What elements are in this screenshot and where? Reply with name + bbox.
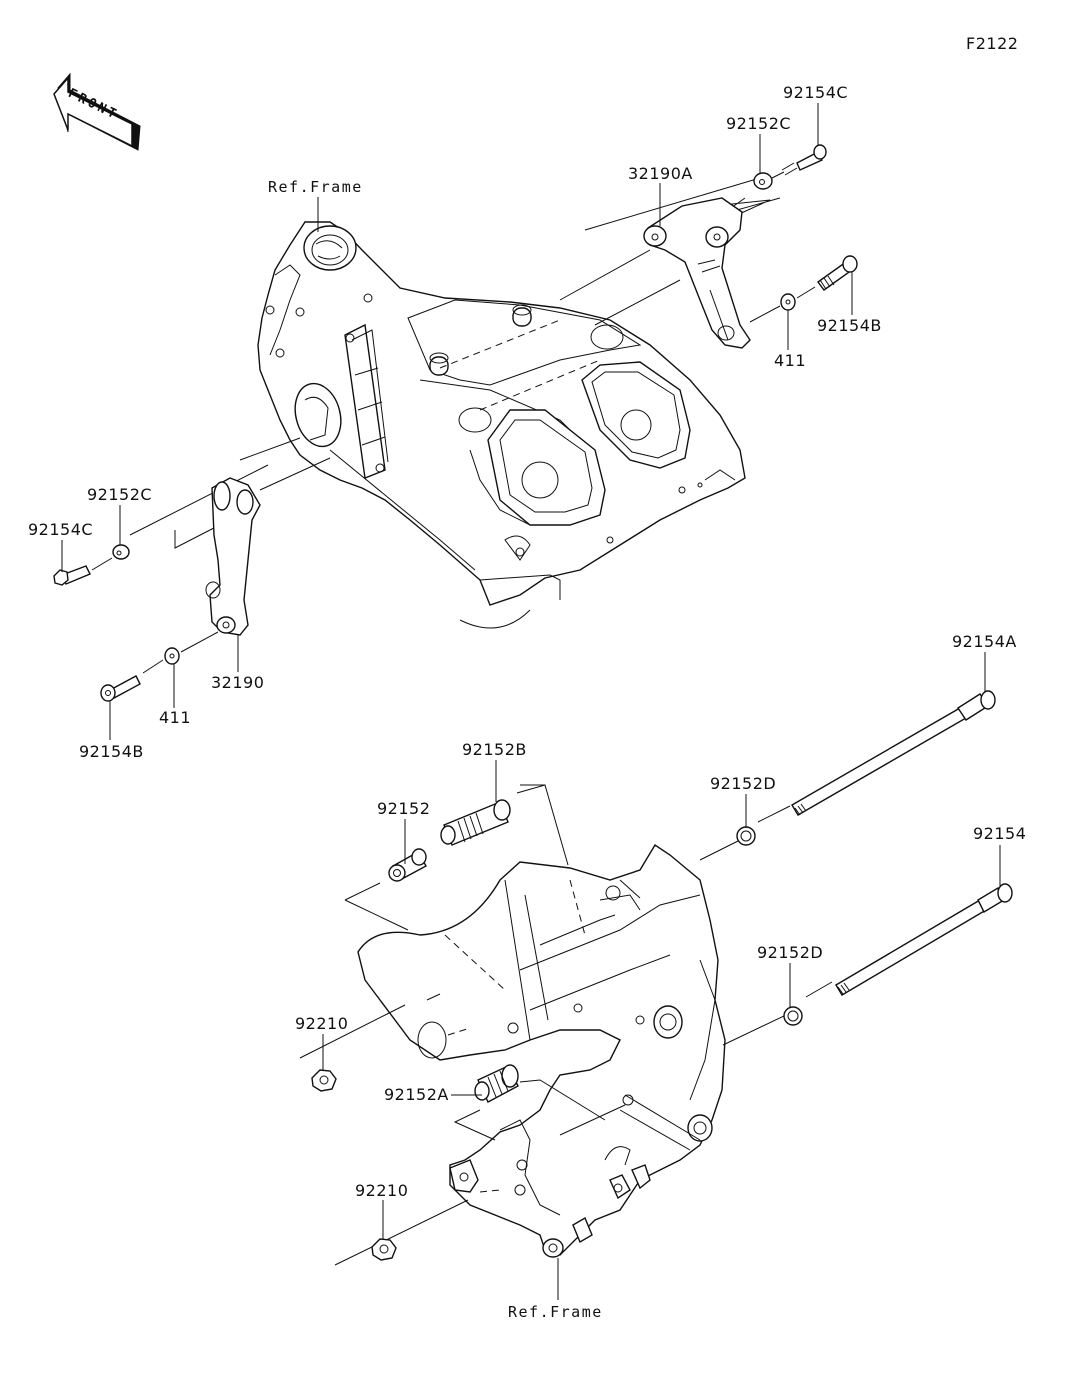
upper-assembly-lines xyxy=(129,177,781,549)
part-label-92154B-right[interactable]: 92154B xyxy=(817,316,882,335)
bolt-92154B-right xyxy=(817,255,858,291)
nut-92210-upper xyxy=(311,1069,337,1092)
part-label-92152[interactable]: 92152 xyxy=(377,799,431,818)
washer-92152D-lower xyxy=(783,1006,803,1026)
leader-lines xyxy=(61,103,1001,1300)
part-label-92210-upper[interactable]: 92210 xyxy=(295,1014,349,1033)
part-label-92154[interactable]: 92154 xyxy=(973,824,1027,843)
washer-411-left xyxy=(164,647,180,665)
part-label-92154A[interactable]: 92154A xyxy=(952,632,1017,651)
collar-92152C-left xyxy=(112,544,130,560)
part-label-92154B-left[interactable]: 92154B xyxy=(79,742,144,761)
bolt-92154A xyxy=(791,690,996,816)
part-label-411-right[interactable]: 411 xyxy=(774,351,807,370)
part-label-92152B[interactable]: 92152B xyxy=(462,740,527,759)
part-label-92152C-top[interactable]: 92152C xyxy=(726,114,792,133)
bracket-32190A xyxy=(643,197,751,349)
washer-92152D-upper xyxy=(736,826,756,846)
collar-92152C-top xyxy=(753,172,773,190)
ref-frame-label-bottom[interactable]: Ref.Frame xyxy=(508,1303,603,1321)
part-label-411-left[interactable]: 411 xyxy=(159,708,192,727)
sleeve-92152B xyxy=(440,799,511,846)
part-label-92210-lower[interactable]: 92210 xyxy=(355,1181,409,1200)
part-label-32190[interactable]: 32190 xyxy=(211,673,265,692)
part-label-92152D-upper[interactable]: 92152D xyxy=(710,774,777,793)
ref-frame-label-top[interactable]: Ref.Frame xyxy=(268,178,363,196)
upper-frame xyxy=(257,221,746,629)
part-label-92154C-top[interactable]: 92154C xyxy=(783,83,849,102)
bolt-92154 xyxy=(835,883,1013,996)
collar-92152 xyxy=(388,848,427,882)
washer-411-right xyxy=(780,293,796,311)
part-label-92152D-lower[interactable]: 92152D xyxy=(757,943,824,962)
lower-assembly-lines xyxy=(299,784,833,1266)
sleeve-92152A xyxy=(474,1064,519,1103)
bolt-92154C-left xyxy=(53,565,91,586)
bolt-92154B-left xyxy=(100,675,141,702)
part-label-92154C-left[interactable]: 92154C xyxy=(28,520,94,539)
figure-id: F2122 xyxy=(966,34,1019,53)
part-label-32190A[interactable]: 32190A xyxy=(628,164,693,183)
bolt-92154C-top xyxy=(781,144,827,176)
lower-frame xyxy=(357,844,726,1258)
part-label-92152C-left[interactable]: 92152C xyxy=(87,485,153,504)
bracket-32190 xyxy=(205,477,261,636)
front-arrow-icon xyxy=(53,72,141,151)
part-label-92152A[interactable]: 92152A xyxy=(384,1085,449,1104)
nut-92210-lower xyxy=(371,1238,397,1261)
